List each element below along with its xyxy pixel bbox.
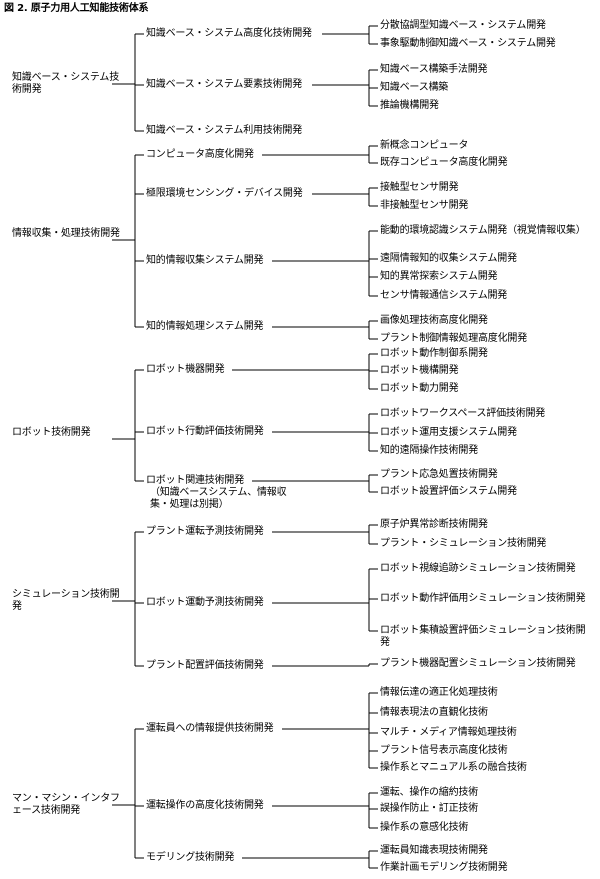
technology-item: ロボット機構開発 <box>380 365 459 376</box>
technology-item: 遠隔情報知的収集システム開発 <box>380 253 517 264</box>
technology-item: ロボットワークスペース評価技術開発 <box>380 408 546 419</box>
subcategory-label: プラント運転予測技術開発 <box>146 526 264 537</box>
subcategory-label: 知識ベース・システム高度化技術開発 <box>146 28 312 39</box>
technology-item: プラント制御情報処理高度化開発 <box>380 333 527 344</box>
technology-item: 新概念コンピュータ <box>380 140 469 151</box>
technology-item: ロボット集積設置評価シミュレーション技術開発 <box>380 625 586 648</box>
technology-item: ロボット設置評価システム開発 <box>380 486 517 497</box>
technology-item: 誤操作防止・訂正技術 <box>380 803 478 814</box>
technology-item: プラント信号表示高度化技術 <box>380 745 508 756</box>
technology-item: 運転員知識表現技術開発 <box>380 845 488 856</box>
technology-item: 知的異常探索システム開発 <box>380 271 498 282</box>
technology-item: 能動的環境認識システム開発（視覚情報収集） <box>380 225 586 236</box>
subcategory-label: コンピュータ高度化開発 <box>146 149 254 160</box>
technology-item: 接触型センサ開発 <box>380 182 459 193</box>
figure-title: 図 2. 原子力用人工知能技術体系 <box>4 3 149 14</box>
technology-item: 画像処理技術高度化開発 <box>380 315 488 326</box>
technology-item: 情報伝達の適正化処理技術 <box>380 687 498 698</box>
category-label: 情報収集・処理技術開発 <box>12 228 120 239</box>
technology-item: ロボット視線追跡シミュレーション技術開発 <box>380 563 576 574</box>
subcategory-label: プラント配置評価技術開発 <box>146 660 264 671</box>
subcategory-label: ロボット行動評価技術開発 <box>146 426 264 437</box>
subcategory-note: （知識ベースシステム、情報収集・処理は別掲） <box>150 487 287 510</box>
subcategory-label: ロボット運動予測技術開発 <box>146 597 264 608</box>
subcategory-label: 極限環境センシング・デバイス開発 <box>146 188 303 199</box>
technology-item: プラント機器配置シミュレーション技術開発 <box>380 658 576 669</box>
category-label: マン・マシン・インタフェース技術開発 <box>12 793 120 816</box>
technology-item: 知識ベース構築 <box>380 82 449 93</box>
technology-item: 原子炉異常診断技術開発 <box>380 519 488 530</box>
subcategory-label: モデリング技術開発 <box>146 852 235 863</box>
subcategory-label: ロボット関連技術開発 <box>146 475 244 486</box>
category-label: 知識ベース・システム技術開発 <box>12 72 119 95</box>
subcategory-label: 知的情報収集システム開発 <box>146 255 264 266</box>
technology-item: 操作系とマニュアル系の融合技術 <box>380 762 527 773</box>
technology-item: ロボット動作制御系開発 <box>380 348 488 359</box>
technology-item: 分散協調型知識ベース・システム開発 <box>380 20 546 31</box>
technology-item: 操作系の意感化技術 <box>380 822 469 833</box>
technology-item: 既存コンピュータ高度化開発 <box>380 157 508 168</box>
technology-item: ロボット動力開発 <box>380 383 459 394</box>
technology-item: 知的遠隔操作技術開発 <box>380 445 478 456</box>
subcategory-label: 知識ベース・システム利用技術開発 <box>146 125 302 136</box>
technology-item: プラント応急処置技術開発 <box>380 469 498 480</box>
technology-item: 推論機構開発 <box>380 100 439 111</box>
category-label: ロボット技術開発 <box>12 427 91 438</box>
subcategory-label: 知識ベース・システム要素技術開発 <box>146 79 302 90</box>
technology-item: 運転、操作の縮約技術 <box>380 787 478 798</box>
subcategory-label: ロボット機器開発 <box>146 364 225 375</box>
technology-item: 知識ベース構築手法開発 <box>380 64 488 75</box>
subcategory-label: 運転操作の高度化技術開発 <box>146 800 264 811</box>
technology-item: センサ情報通信システム開発 <box>380 290 508 301</box>
technology-item: ロボット動作評価用シミュレーション技術開発 <box>380 593 586 604</box>
technology-item: プラント・シミュレーション技術開発 <box>380 538 547 549</box>
category-label: シミュレーション技術開発 <box>12 589 120 612</box>
technology-item: 情報表現法の直観化技術 <box>380 707 488 718</box>
technology-item: 非接触型センサ開発 <box>380 200 469 211</box>
technology-item: 事象駆動制御知識ベース・システム開発 <box>380 38 556 49</box>
technology-item: 作業計画モデリング技術開発 <box>380 862 508 873</box>
technology-item: マルチ・メディア情報処理技術 <box>380 727 517 738</box>
subcategory-label: 知的情報処理システム開発 <box>146 321 264 332</box>
subcategory-label: 運転員への情報提供技術開発 <box>146 723 274 734</box>
technology-item: ロボット運用支援システム開発 <box>380 427 517 438</box>
